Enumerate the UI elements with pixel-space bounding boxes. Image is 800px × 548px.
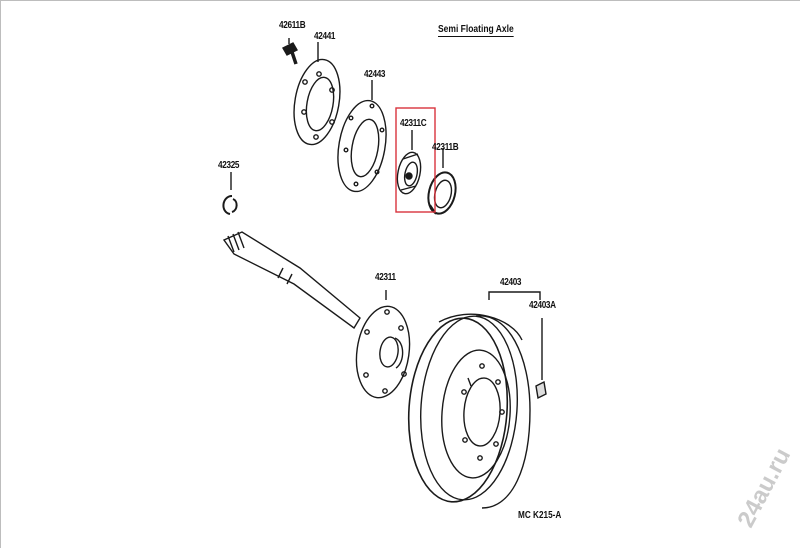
label-42441: 42441 xyxy=(314,31,336,42)
label-42611b: 42611B xyxy=(279,20,306,31)
bearing-highlight-box xyxy=(395,107,436,213)
oil-seal-part xyxy=(427,148,457,215)
label-42325: 42325 xyxy=(218,160,240,171)
label-42311c: 42311C xyxy=(400,118,427,129)
diagram-title: Semi Floating Axle xyxy=(438,24,514,37)
frame-top-line xyxy=(0,0,800,1)
label-42443: 42443 xyxy=(364,69,386,80)
plug-part xyxy=(535,318,547,400)
gasket-part xyxy=(337,80,387,193)
diagram-code: MC K215-A xyxy=(518,510,562,521)
label-42403a: 42403A xyxy=(529,300,556,311)
bearing-part xyxy=(396,130,422,195)
snap-ring-part xyxy=(222,172,238,215)
frame-left-line xyxy=(0,0,1,548)
label-42311: 42311 xyxy=(375,272,396,283)
label-42403: 42403 xyxy=(500,277,522,288)
brake-drum-part xyxy=(407,291,541,509)
bolt-part xyxy=(282,38,298,65)
label-42311b: 42311B xyxy=(432,142,459,153)
axle-shaft-part xyxy=(222,231,411,399)
bearing-retainer-part xyxy=(293,42,341,146)
